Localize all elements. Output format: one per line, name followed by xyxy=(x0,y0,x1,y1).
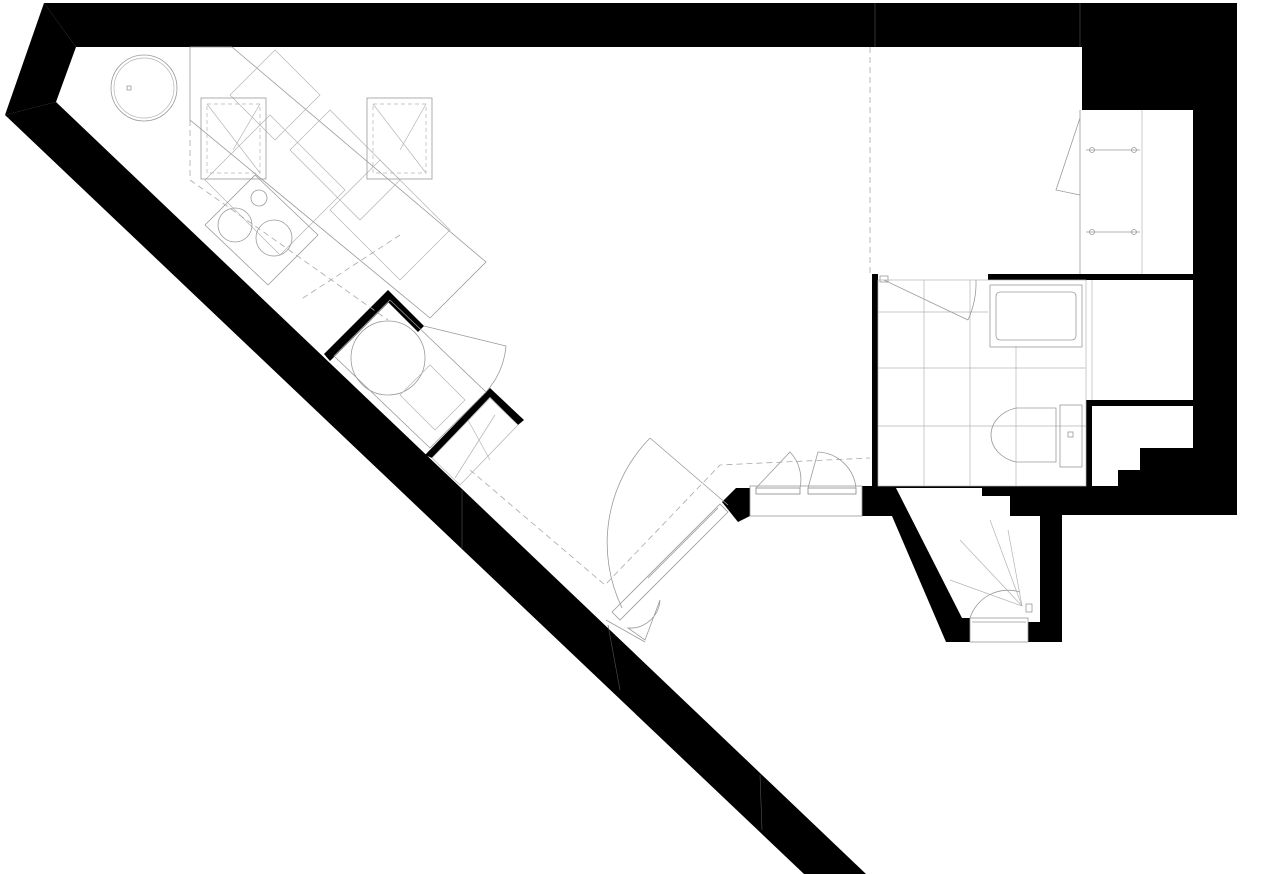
shower-left-wall xyxy=(880,488,970,642)
partition-horizontal-top xyxy=(988,274,1193,280)
closet-wall xyxy=(425,388,524,458)
bathroom-left-wall xyxy=(872,274,878,488)
closet-door xyxy=(431,397,519,486)
bathroom-base-wall xyxy=(862,486,1060,516)
counter-outline xyxy=(189,46,487,319)
shower-right-wall xyxy=(1028,496,1062,642)
door-swing-arc xyxy=(606,437,651,609)
shower-bottom-left xyxy=(946,618,970,642)
interior-walls xyxy=(324,274,1193,642)
lower-right-block xyxy=(1060,448,1193,515)
bathtub xyxy=(989,284,1083,348)
sink xyxy=(200,97,433,180)
top-wall xyxy=(44,3,1082,47)
folding-doors xyxy=(749,451,863,517)
left-corner-wall xyxy=(5,3,76,115)
niche-wall-right xyxy=(388,290,424,332)
cooktop xyxy=(204,174,319,286)
entry-jamb xyxy=(722,488,750,522)
wall-seams xyxy=(461,3,1081,831)
exterior-walls xyxy=(5,3,1237,874)
bathroom xyxy=(877,275,1087,487)
diagonal-wall xyxy=(5,102,866,874)
partition-horizontal-mid xyxy=(1086,400,1193,406)
round-fixture xyxy=(110,54,178,122)
toilet xyxy=(990,404,1083,468)
partition-vertical-mid xyxy=(1086,400,1092,486)
kitchen-counter xyxy=(110,46,487,321)
hidden-lines xyxy=(469,47,871,586)
shower xyxy=(949,519,1033,643)
storage-niche xyxy=(333,299,507,449)
niche-wall-top xyxy=(324,290,394,361)
right-wall xyxy=(1193,3,1237,515)
wardrobe xyxy=(1055,110,1143,274)
bathroom-door xyxy=(883,279,969,321)
upper-cabinets-line xyxy=(189,120,389,321)
entry-door xyxy=(605,437,729,643)
washer-drum xyxy=(350,320,426,396)
